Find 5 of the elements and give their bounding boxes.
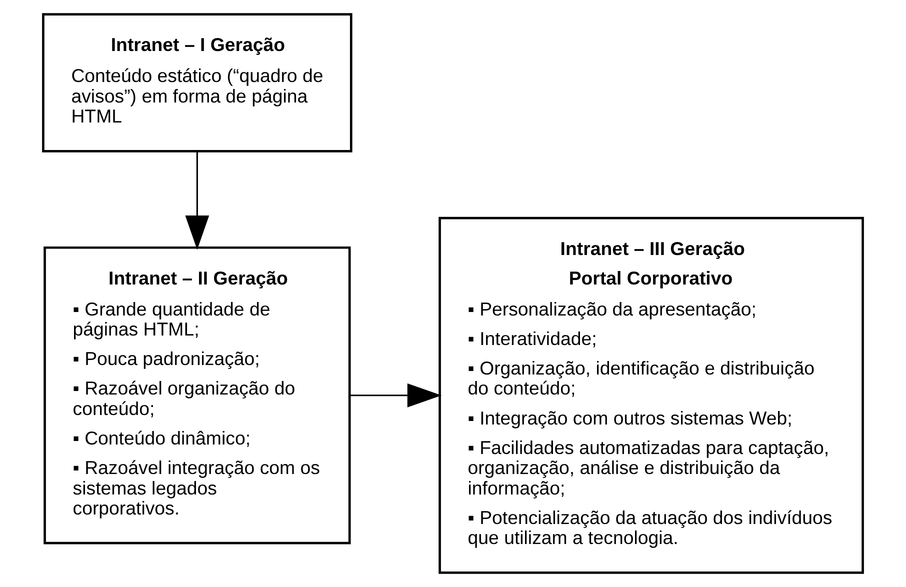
node-box: Intranet – III Geração Portal Corporativo ▪ Personalização da apresentação; ▪ Interatividade; ▪ Organização, identificação e distribuição do conteúdo; ▪ Integração com outros sistemas Web; ▪ Facilidades automatizadas para captação, organização, análise e distribuição da informação; ▪ Potencialização da atuação dos indivíduos que utilizam a tecnologia. xyxy=(438,216,864,574)
node-box: Intranet – II Geração ▪ Grande quantidade de páginas HTML; ▪ Pouca padronização; ▪ Razoável organização do conteúdo; ▪ Conteúdo dinâmico; ▪ Razoável integração com os sistemas legados corporativos. xyxy=(44,246,351,544)
arrow xyxy=(185,151,210,250)
node-box: Intranet – I Geração Conteúdo estático (“quadro de avisos”) em forma de página HTML xyxy=(42,13,352,152)
arrow xyxy=(350,383,442,408)
